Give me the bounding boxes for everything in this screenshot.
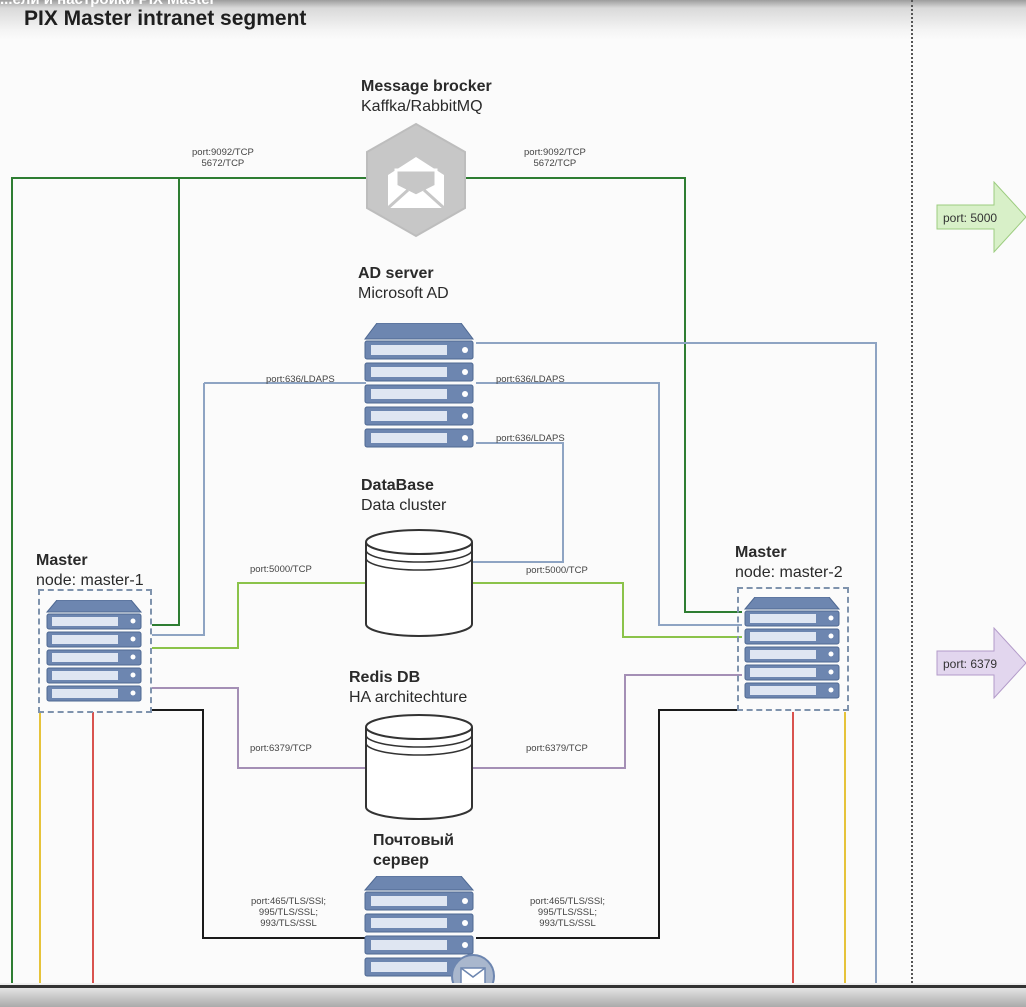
database-cylinder-icon [365, 529, 473, 637]
db-subtitle: Data cluster [361, 497, 447, 514]
link-broker-left [11, 177, 366, 1007]
master1-group [38, 589, 152, 713]
port-label-db-right: port:5000/TCP [526, 565, 588, 576]
link-db-master2 [472, 582, 742, 638]
redis-cylinder-icon [365, 714, 473, 820]
master2-subtitle: node: master-2 [735, 564, 843, 581]
ad-server-icon [364, 323, 474, 448]
link-mail-master2 [476, 709, 742, 939]
broker-label: Message brocker Kaffka/RabbitMQ [361, 77, 492, 117]
link-ad-master2 [476, 382, 742, 626]
video-progress-line[interactable] [0, 985, 1026, 988]
link-ad-far-right [476, 342, 877, 1007]
port-label-ad-db: port:636/LDAPS [496, 433, 565, 444]
link-db-master1 [152, 582, 366, 649]
link-mail-master1 [150, 709, 366, 939]
ad-subtitle: Microsoft AD [358, 285, 449, 302]
ad-label: AD server Microsoft AD [358, 264, 449, 304]
mail-title-line1: Почтовый [373, 832, 454, 849]
broker-title: Message brocker [361, 78, 492, 95]
db-title: DataBase [361, 477, 434, 494]
port-label-redis-left: port:6379/TCP [250, 743, 312, 754]
master2-server-icon [743, 597, 841, 699]
ad-title: AD server [358, 265, 434, 282]
video-title: ...ели и настройки PIX Master [0, 0, 215, 8]
mail-label: Почтовый сервер [373, 831, 454, 871]
link-redis-master1 [152, 687, 366, 769]
port-6379-arrow [936, 627, 1026, 699]
broker-subtitle: Kaffka/RabbitMQ [361, 98, 483, 115]
redis-title: Redis DB [349, 669, 421, 686]
link-ad-db [472, 442, 564, 563]
db-label: DataBase Data cluster [361, 476, 446, 516]
mail-title-line2: сервер [373, 852, 429, 869]
link-ad-master1-drop [152, 383, 205, 636]
master1-label: Master node: master-1 [36, 551, 144, 591]
port-label-mail-left: port:465/TLS/SSl;995/TLS/SSL;993/TLS/SSL [251, 896, 326, 929]
message-broker-icon [366, 122, 466, 238]
segment-separator [911, 0, 913, 1007]
redis-label: Redis DB HA architechture [349, 668, 467, 708]
port-label-redis-right: port:6379/TCP [526, 743, 588, 754]
port-label-ad-left: port:636/LDAPS [266, 374, 335, 385]
master1-subtitle: node: master-1 [36, 572, 144, 589]
link-broker-master1 [152, 178, 180, 626]
redis-subtitle: HA architechture [349, 689, 468, 706]
top-bar [0, 0, 1026, 40]
port-label-ad-right: port:636/LDAPS [496, 374, 565, 385]
master2-group [737, 587, 849, 711]
mail-server-icon [363, 876, 495, 988]
port-5000-label: port: 5000 [943, 211, 998, 225]
link-broker-right [466, 177, 742, 613]
page-title: PIX Master intranet segment [24, 7, 307, 30]
master1-title: Master [36, 552, 88, 569]
port-6379-label: port: 6379 [943, 657, 998, 671]
master2-label: Master node: master-2 [735, 543, 843, 583]
master1-server-icon [45, 600, 143, 702]
port-label-mail-right: port:465/TLS/SSl;995/TLS/SSL;993/TLS/SSL [530, 896, 605, 929]
port-label-db-left: port:5000/TCP [250, 564, 312, 575]
master2-title: Master [735, 544, 787, 561]
link-redis-master2 [472, 674, 742, 769]
port-5000-arrow [936, 181, 1026, 253]
